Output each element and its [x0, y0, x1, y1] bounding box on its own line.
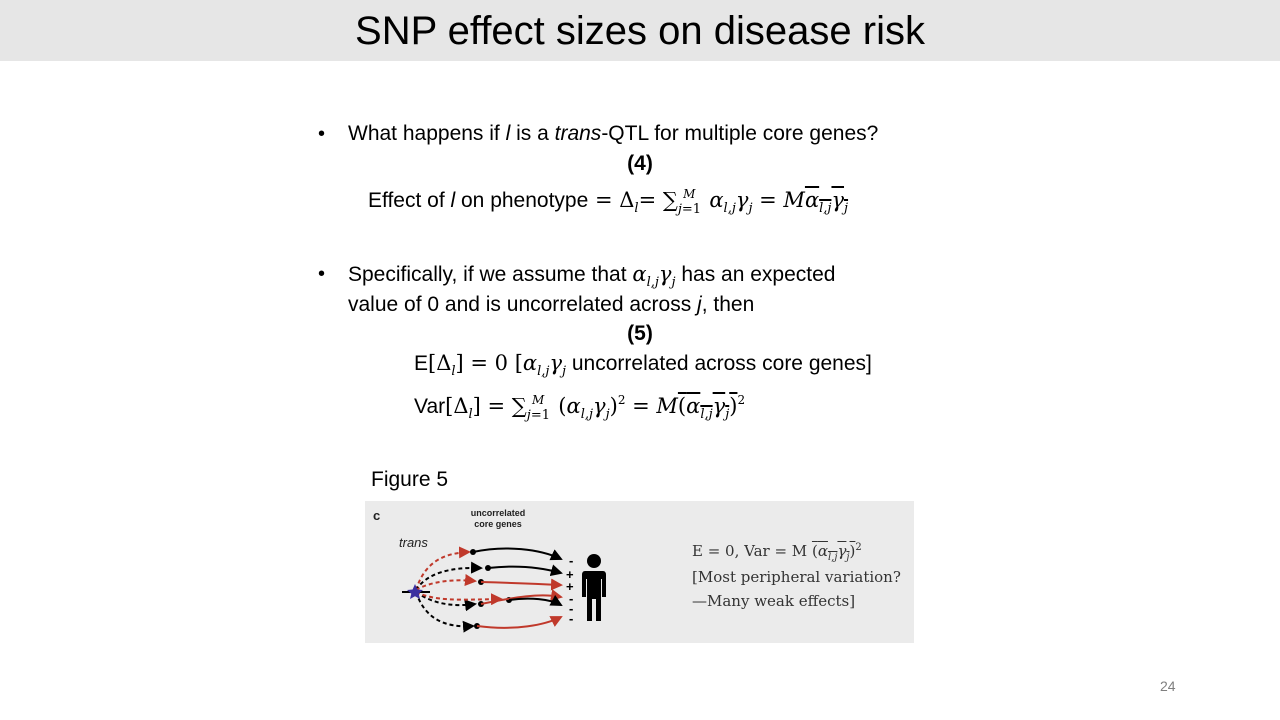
- effect-sign: -: [569, 553, 573, 568]
- effect-sign: -: [569, 591, 573, 606]
- figure-formula: E = 0, Var = M (αl,jγj)2: [692, 542, 862, 563]
- effect-sign: +: [566, 567, 574, 582]
- core-genes-header-line2: core genes: [474, 519, 522, 529]
- trans-arrow-black: [415, 591, 477, 612]
- trans-arrow-red: [415, 591, 503, 606]
- page-number: 24: [1160, 678, 1176, 694]
- figure-caption: Figure 5: [371, 468, 449, 491]
- figure-note-line2: —Many weak effects]: [692, 592, 856, 610]
- bullet-2-text-line2: value of 0 and is uncorrelated across j,…: [348, 293, 755, 316]
- core-arrow-red: [480, 578, 563, 591]
- trans-arrow-black: [415, 561, 483, 591]
- person-icon: [582, 554, 606, 621]
- core-arrow-black: [508, 594, 563, 606]
- core-genes-header-line1: uncorrelated: [471, 508, 526, 518]
- equation-number-4: (4): [627, 152, 653, 175]
- equation-5-expectation: E[Δl] = 0 [αl,jγj uncorrelated across co…: [414, 351, 872, 379]
- effect-sign: +: [566, 579, 574, 594]
- trans-arrow-black: [415, 591, 475, 633]
- core-arrow-black: [487, 564, 563, 577]
- equation-5-variance: Var[Δl] = ∑j=1M(αl,jγj)2 = M(αl,jγj)2: [414, 393, 746, 423]
- bullet-2-text: Specifically, if we assume that αl,jγj h…: [348, 262, 836, 290]
- figure-note-line1: [Most peripheral variation?: [692, 568, 901, 586]
- slide-title: SNP effect sizes on disease risk: [355, 9, 925, 53]
- snp-star-icon: [407, 584, 423, 599]
- effect-sign: -: [569, 611, 573, 626]
- bullet-1-text: What happens if l is a trans-QTL for mul…: [348, 122, 879, 145]
- figure-5: c uncorrelated core genes trans - + + -: [365, 501, 914, 643]
- trans-arrow-red: [415, 546, 471, 591]
- figure-diagram: c uncorrelated core genes trans - + + -: [373, 508, 606, 633]
- trans-label: trans: [399, 535, 428, 550]
- bullet-marker: •: [318, 123, 326, 145]
- equation-number-5: (5): [627, 322, 653, 345]
- bullet-marker: •: [318, 263, 326, 285]
- title-bar: [0, 0, 1280, 61]
- core-arrow-black: [472, 547, 563, 561]
- panel-letter: c: [373, 508, 380, 523]
- core-arrow-red: [476, 616, 563, 629]
- trans-arrow-red: [415, 574, 477, 591]
- effect-sign: -: [569, 601, 573, 616]
